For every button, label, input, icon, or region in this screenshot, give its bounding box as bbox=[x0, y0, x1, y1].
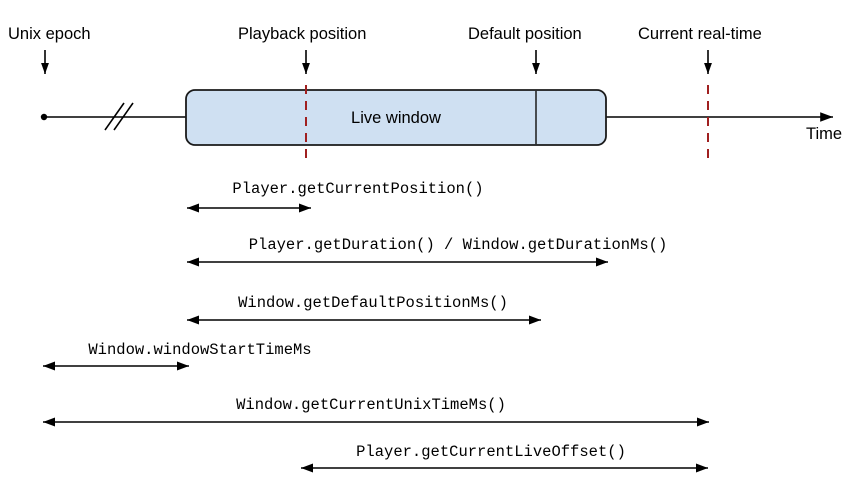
measure-label-get-default-position-ms: Window.getDefaultPositionMs() bbox=[238, 294, 508, 312]
measure-label-get-current-position: Player.getCurrentPosition() bbox=[232, 180, 484, 198]
axis-break-icon bbox=[104, 102, 134, 131]
marker-label-default-position: Default position bbox=[468, 25, 582, 43]
time-axis bbox=[40, 112, 833, 122]
measure-label-get-current-unix-time-ms: Window.getCurrentUnixTimeMs() bbox=[236, 396, 506, 414]
live-window-box bbox=[185, 89, 607, 146]
measure-label-window-start-time-ms: Window.windowStartTimeMs bbox=[88, 341, 312, 359]
marker-label-current-real-time: Current real-time bbox=[638, 25, 762, 43]
time-axis-label: Time bbox=[806, 125, 843, 143]
measure-label-get-duration: Player.getDuration() / Window.getDuratio… bbox=[248, 236, 668, 254]
live-window-label: Live window bbox=[351, 109, 441, 127]
marker-label-playback-position: Playback position bbox=[238, 25, 367, 43]
marker-label-unix-epoch: Unix epoch bbox=[8, 25, 91, 43]
measure-label-get-current-live-offset: Player.getCurrentLiveOffset() bbox=[356, 443, 626, 461]
